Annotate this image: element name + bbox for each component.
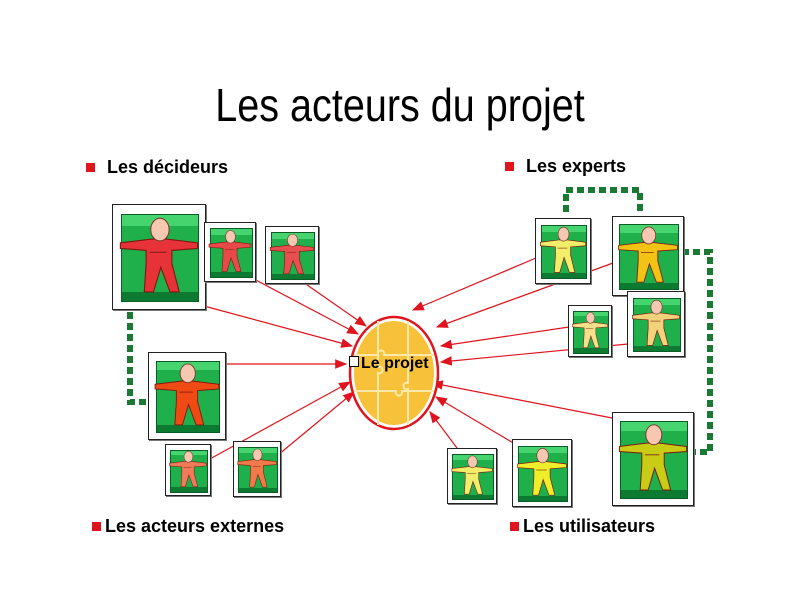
project-label: Le projet [349,355,429,373]
person-icon [208,230,252,272]
person-card-expert-5 [612,412,694,506]
person-card-utilisateur-2 [512,439,572,507]
arrow [411,257,537,311]
person-card-expert-4 [627,291,685,357]
arrow [429,411,461,453]
dashed-connector-experts-right [682,249,713,455]
arrow [430,380,613,419]
arrow [203,305,354,348]
arrow [299,279,367,327]
person-icon [572,312,608,349]
puzzle-icon [348,315,440,431]
bullet-icon [505,162,514,171]
person-icon [517,448,567,496]
arrow [434,396,521,448]
person-card-expert-1 [535,218,591,284]
person-icon [154,363,220,426]
group-label-text: Les décideurs [107,157,229,177]
arrow [277,391,355,456]
bullet-icon [92,522,101,531]
person-card-utilisateur-1 [447,448,497,504]
person-icon [539,226,587,273]
group-label-decideurs: Les décideurs [86,157,228,178]
person-card-expert-3 [568,305,612,357]
person-icon [451,455,493,495]
group-label-experts: Les experts [505,156,626,177]
person-card-decideur-3 [265,226,319,284]
person-card-decideur-2 [204,222,256,282]
project-label-text: Le projet [361,355,429,372]
person-card-externe-2 [165,444,211,496]
person-icon [269,233,315,275]
person-icon [169,451,207,488]
dashed-connector-experts-top [563,187,643,212]
arrow [251,277,360,335]
page-title: Les acteurs du projet [215,79,585,131]
person-card-externe-1 [148,352,226,440]
group-label-text: Les experts [526,156,627,176]
person-card-decideur-1 [112,204,206,310]
person-card-externe-3 [233,441,281,497]
bullet-icon [86,163,95,172]
person-icon [618,424,688,491]
group-label-utilisateurs: Les utilisateurs [510,516,655,537]
dashed-connector-decideurs [127,312,148,405]
arrow [439,326,570,350]
group-label-text: Les utilisateurs [523,516,656,536]
group-label-text: Les acteurs externes [105,516,285,536]
person-icon [119,217,199,293]
arrow [207,381,352,461]
person-card-expert-2 [612,216,684,296]
group-label-externes: Les acteurs externes [92,516,284,537]
person-icon [618,226,678,283]
checkbox-icon [349,356,359,367]
person-icon [237,448,277,488]
bullet-icon [510,522,519,531]
person-icon [632,299,680,346]
